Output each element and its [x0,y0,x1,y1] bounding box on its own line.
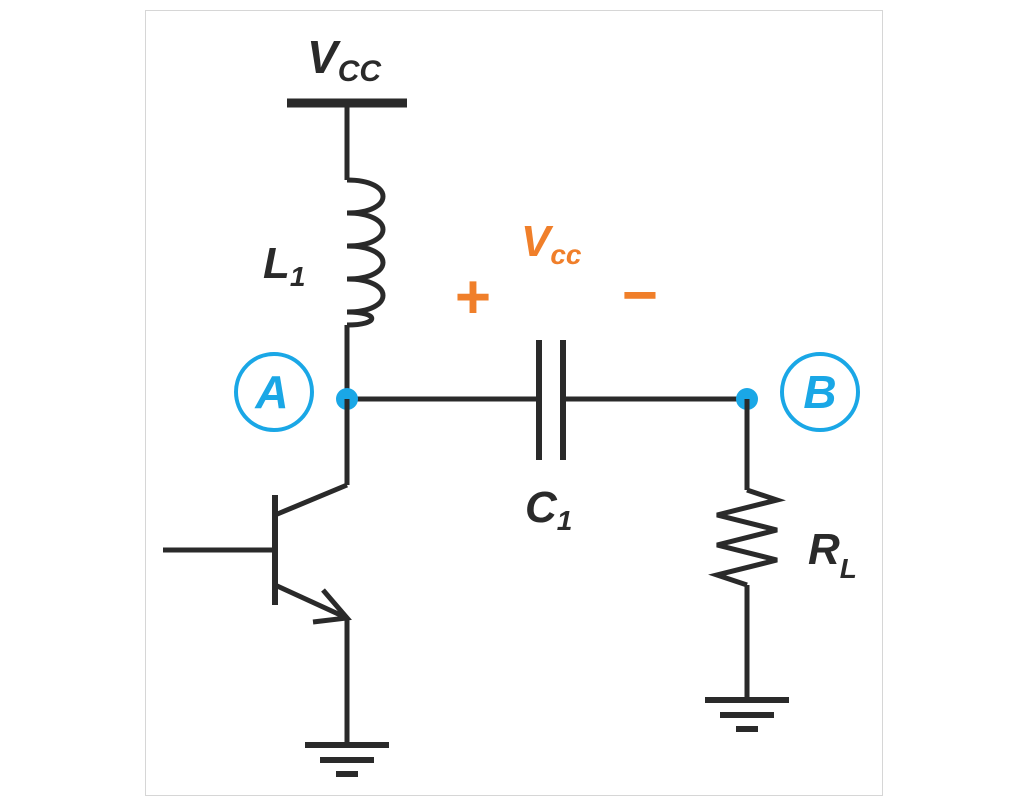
polarity-minus: − [622,261,658,330]
node-a-label: A [254,366,288,418]
resistor-rl [708,487,786,588]
capacitor-voltage-label: Vcc [521,217,582,270]
node-a-badge [234,352,314,432]
node-b-badge [780,352,860,432]
transistor-emitter [273,582,349,621]
vcc-supply-label: VCC [307,31,382,88]
node-b-label: B [803,366,836,418]
inductor-l1 [346,177,386,328]
polarity-plus: + [455,263,491,332]
resistor-label: RL [808,525,857,584]
ground-symbol-left [305,742,389,777]
capacitor-label: C1 [525,483,572,536]
transistor-collector [274,482,348,518]
ground-symbol-right [705,697,789,732]
inductor-label: L1 [263,239,305,292]
